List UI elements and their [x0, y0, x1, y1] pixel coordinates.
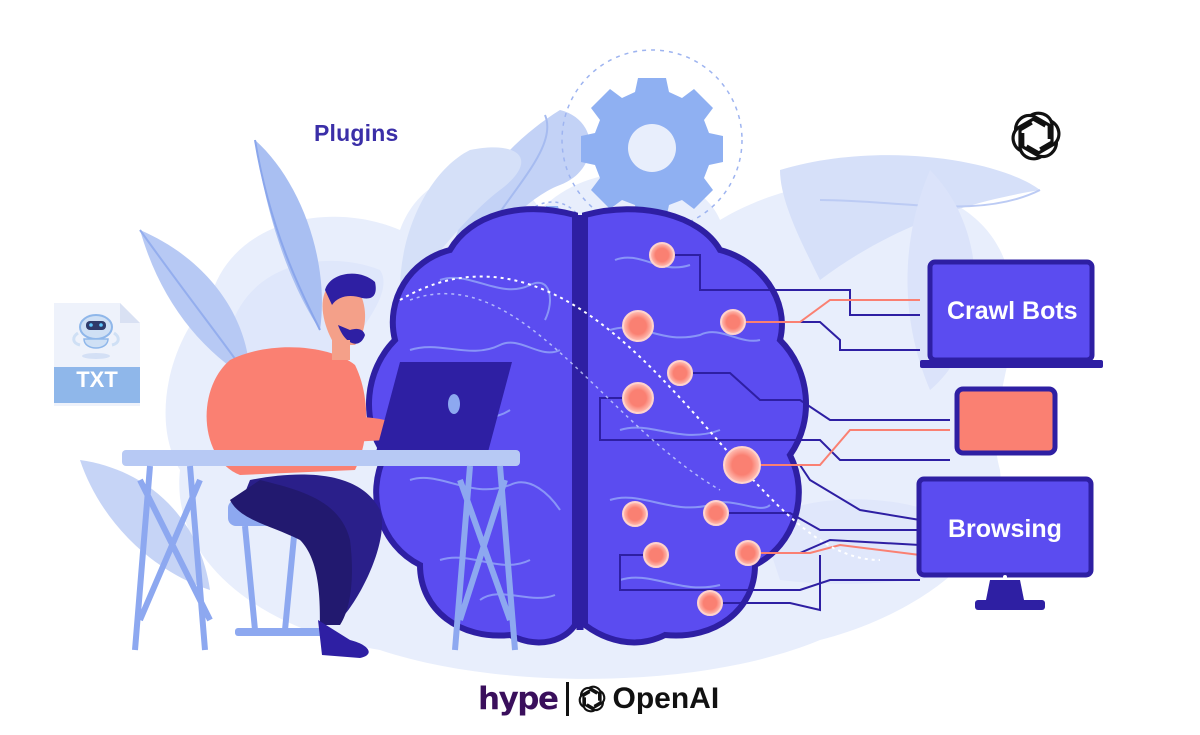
plugins-label: Plugins: [314, 120, 399, 146]
tablet-device: [954, 386, 1058, 456]
crawl-bots-label: Crawl Bots: [947, 297, 1078, 325]
robot-file-graphic: [54, 303, 140, 406]
footer-logos: hype OpenAI: [478, 678, 719, 720]
person-at-desk: [122, 273, 520, 658]
openai-logo-icon: [1008, 108, 1064, 164]
txt-file-icon: [54, 303, 140, 406]
browsing-monitor: [916, 476, 1094, 610]
crawl-bots-laptop: [920, 259, 1103, 368]
openai-wordmark: OpenAI: [612, 682, 720, 715]
browsing-label: Browsing: [948, 515, 1062, 543]
openai-logo-icon: [577, 684, 607, 714]
hype-logo: hype: [478, 681, 559, 717]
logo-divider: [565, 682, 569, 716]
txt-file-label: TXT: [76, 367, 118, 392]
